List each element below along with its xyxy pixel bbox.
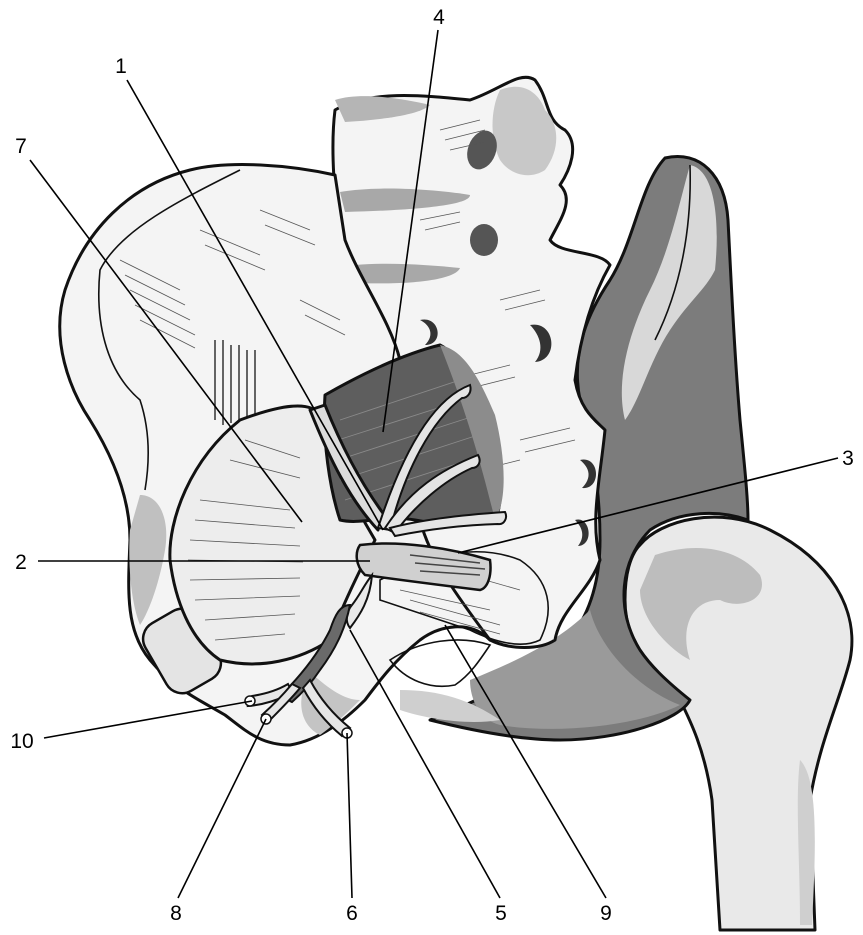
label-8: 8 [170, 902, 182, 925]
leader-line-6 [347, 733, 352, 898]
label-10: 10 [10, 730, 33, 753]
sacral-foramen [470, 224, 498, 256]
label-3: 3 [842, 447, 854, 470]
label-9: 9 [600, 902, 612, 925]
label-7: 7 [15, 135, 27, 158]
leader-line-10 [44, 701, 252, 738]
label-2: 2 [15, 551, 27, 574]
label-1: 1 [115, 55, 127, 78]
leader-line-8 [178, 719, 266, 898]
label-6: 6 [346, 902, 358, 925]
leader-line-5 [350, 630, 500, 898]
label-5: 5 [495, 902, 507, 925]
label-4: 4 [433, 6, 445, 29]
